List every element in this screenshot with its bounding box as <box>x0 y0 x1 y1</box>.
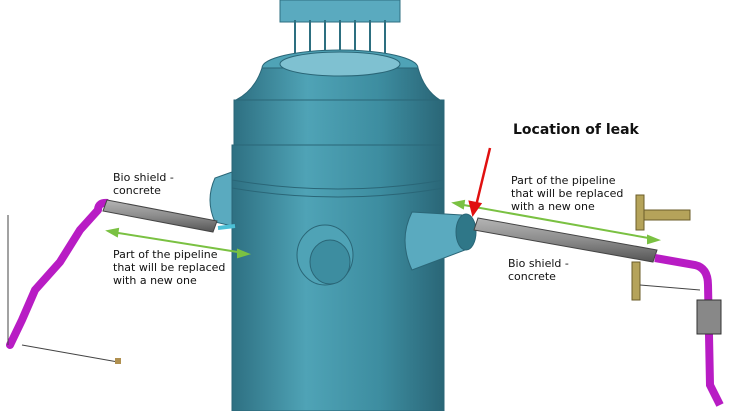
left-pipeline <box>6 198 236 364</box>
right-shield-label: Bio shield - concrete <box>508 257 569 283</box>
leak-title: Location of leak <box>513 122 639 138</box>
right-replace-label: Part of the pipeline that will be replac… <box>511 174 624 213</box>
right-pipeline <box>473 194 724 407</box>
leak-arrow <box>468 147 492 217</box>
vessel <box>209 49 477 411</box>
left-replacement-arrow <box>105 227 252 259</box>
left-shield-label: Bio shield - concrete <box>113 171 174 197</box>
right-replacement-arrow <box>451 199 662 245</box>
left-replace-label: Part of the pipeline that will be replac… <box>113 248 226 287</box>
